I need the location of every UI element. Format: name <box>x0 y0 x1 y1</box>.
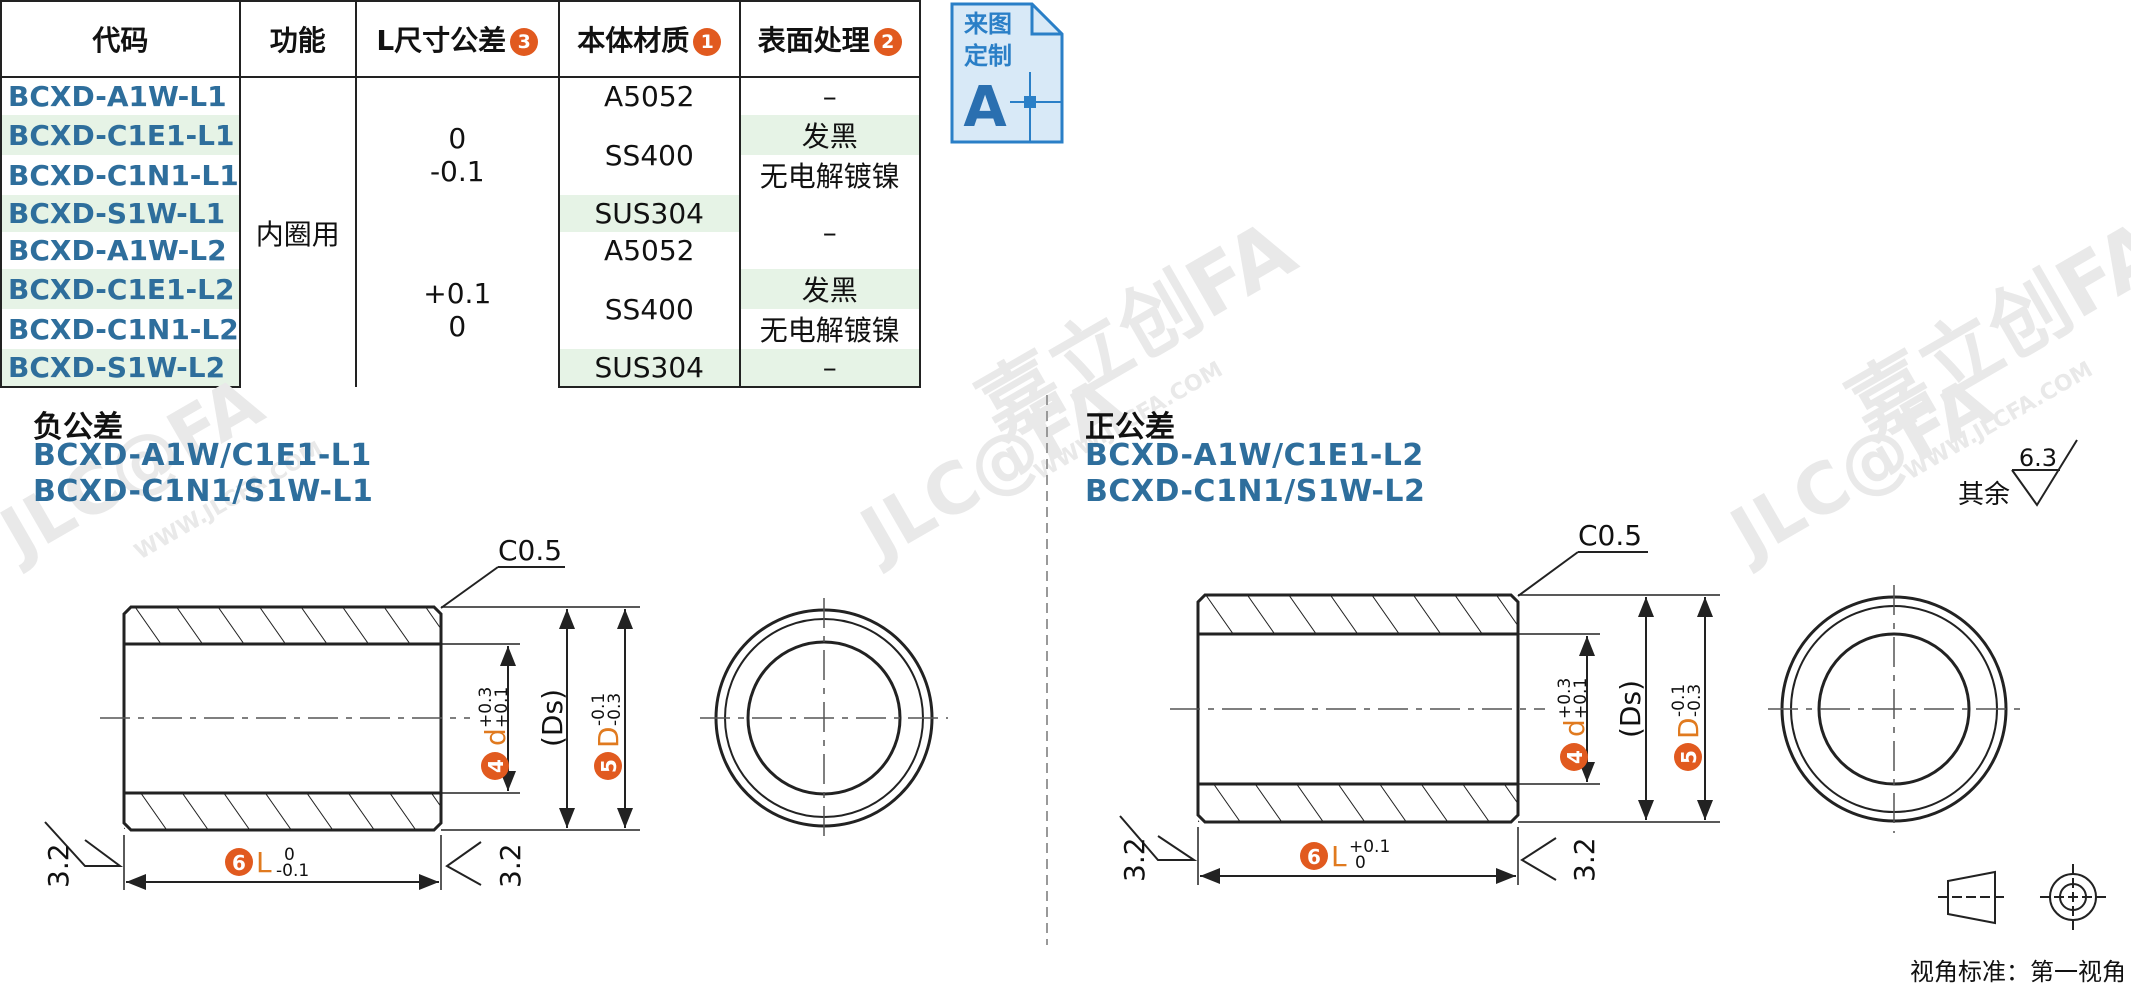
svg-text:D: D <box>592 726 625 748</box>
code-cell[interactable]: BCXD-C1N1-L2 <box>0 309 241 349</box>
svg-text:4: 4 <box>484 759 508 773</box>
svg-text:d: d <box>1558 719 1591 737</box>
table-row: BCXD-C1E1-L1 SS400 发黑 <box>0 115 921 195</box>
table-row: BCXD-C1N1-L2 无电解镀镍 <box>0 309 921 349</box>
svg-text:3.2: 3.2 <box>42 843 75 888</box>
svg-text:6.3: 6.3 <box>2019 444 2057 472</box>
code-cell[interactable]: BCXD-C1E1-L1 <box>0 115 241 155</box>
treatment-cell: – <box>738 195 921 269</box>
svg-text:C0.5: C0.5 <box>498 534 562 567</box>
projection-symbol <box>1938 864 2106 930</box>
badge-1: 1 <box>693 28 722 56</box>
svg-text:-0.1: -0.1 <box>1669 684 1689 717</box>
svg-text:A: A <box>963 75 1007 140</box>
svg-text:D: D <box>1672 717 1705 739</box>
surface-roughness-symbol: 6.3 <box>2011 439 2078 507</box>
code-cell[interactable]: BCXD-A1W-L1 <box>0 77 241 115</box>
svg-text:+0.3: +0.3 <box>1555 678 1575 719</box>
left-group-code[interactable]: BCXD-C1N1/S1W-L1 <box>33 474 374 509</box>
badge-2: 2 <box>873 28 902 56</box>
watermark: JLC@FA JLC@FA JLC@FA 嘉立创FA 嘉立创FA WWW.JLC… <box>0 202 2131 577</box>
svg-text:+0.1: +0.1 <box>1349 837 1390 857</box>
code-cell[interactable]: BCXD-C1E1-L2 <box>0 269 241 309</box>
material-cell: A5052 <box>557 232 741 269</box>
function-cell: 内圈用 <box>238 77 357 387</box>
svg-text:5: 5 <box>1677 750 1701 764</box>
code-cell[interactable]: BCXD-C1N1-L1 <box>0 155 241 195</box>
svg-text:3.2: 3.2 <box>1568 837 1601 882</box>
material-cell: SUS304 <box>557 195 741 232</box>
custom-drawing-icon[interactable]: 来图 定制 A <box>950 2 1064 144</box>
table-row: BCXD-C1N1-L1 无电解镀镍 <box>0 155 921 195</box>
svg-text:-0.3: -0.3 <box>605 693 625 726</box>
svg-text:定制: 定制 <box>964 42 1012 70</box>
svg-text:来图: 来图 <box>964 10 1012 38</box>
svg-text:+0.1: +0.1 <box>1571 678 1591 719</box>
svg-text:(Ds): (Ds) <box>1614 680 1647 738</box>
right-group-code[interactable]: BCXD-A1W/C1E1-L2 <box>1085 438 1424 473</box>
projection-note: 视角标准：第一视角 <box>1910 958 2126 986</box>
svg-text:L: L <box>256 846 272 879</box>
left-group-title: 负公差 <box>33 410 123 445</box>
svg-text:5: 5 <box>597 759 621 773</box>
table-row: BCXD-A1W-L1 内圈用 0-0.1 A5052 – <box>0 77 921 387</box>
svg-text:-0.3: -0.3 <box>1685 684 1705 717</box>
svg-text:0: 0 <box>1355 853 1366 873</box>
code-cell[interactable]: BCXD-A1W-L2 <box>0 232 241 269</box>
svg-text:+0.1: +0.1 <box>492 687 512 728</box>
svg-text:+0.3: +0.3 <box>476 687 496 728</box>
code-cell[interactable]: BCXD-S1W-L1 <box>0 195 241 232</box>
svg-text:4: 4 <box>1563 750 1587 764</box>
material-cell: A5052 <box>557 77 741 115</box>
right-group-code[interactable]: BCXD-C1N1/S1W-L2 <box>1085 474 1426 509</box>
material-cell: SS400 <box>557 115 741 195</box>
table-row: BCXD-S1W-L2 SUS304 – <box>0 349 921 388</box>
header-function: 功能 <box>238 0 357 78</box>
material-cell: SUS304 <box>557 349 741 388</box>
treatment-cell: – <box>738 77 921 115</box>
table-row: BCXD-C1E1-L2 SS400 发黑 <box>0 269 921 349</box>
right-drawing <box>1119 551 2020 885</box>
treatment-cell: – <box>738 349 921 388</box>
tol-cell-group1: 0-0.1 <box>354 77 560 232</box>
treatment-cell: 无电解镀镍 <box>738 309 921 349</box>
svg-text:6: 6 <box>1307 845 1321 869</box>
svg-text:L: L <box>1331 840 1347 873</box>
svg-text:3.2: 3.2 <box>1118 837 1151 882</box>
left-group-code[interactable]: BCXD-A1W/C1E1-L1 <box>33 438 372 473</box>
svg-text:-0.1: -0.1 <box>589 693 609 726</box>
svg-text:d: d <box>479 728 512 746</box>
svg-text:(Ds): (Ds) <box>536 689 569 747</box>
material-cell: SS400 <box>557 269 741 349</box>
surface-note-label: 其余 <box>1958 480 2011 510</box>
left-labels: C0.5 4 d +0.3 +0.1 (Ds) 5 D -0.1 -0.3 6 … <box>42 534 625 888</box>
left-drawing <box>44 566 948 890</box>
code-cell[interactable]: BCXD-S1W-L2 <box>0 349 241 388</box>
svg-text:0: 0 <box>284 845 295 865</box>
badge-3: 3 <box>510 28 539 56</box>
right-group-title: 正公差 <box>1085 410 1175 445</box>
svg-text:-0.1: -0.1 <box>276 861 309 881</box>
svg-text:6: 6 <box>232 851 246 875</box>
header-code: 代码 <box>0 0 241 78</box>
right-labels: C0.5 4 d +0.3 +0.1 (Ds) 5 D -0.1 -0.3 6 … <box>1118 519 1705 882</box>
treatment-cell: 无电解镀镍 <box>738 155 921 195</box>
svg-text:C0.5: C0.5 <box>1578 519 1642 552</box>
table-row: BCXD-S1W-L1 SUS304 – <box>0 195 921 269</box>
treatment-cell: 发黑 <box>738 115 921 155</box>
svg-text:3.2: 3.2 <box>494 843 527 888</box>
treatment-cell: 发黑 <box>738 269 921 309</box>
